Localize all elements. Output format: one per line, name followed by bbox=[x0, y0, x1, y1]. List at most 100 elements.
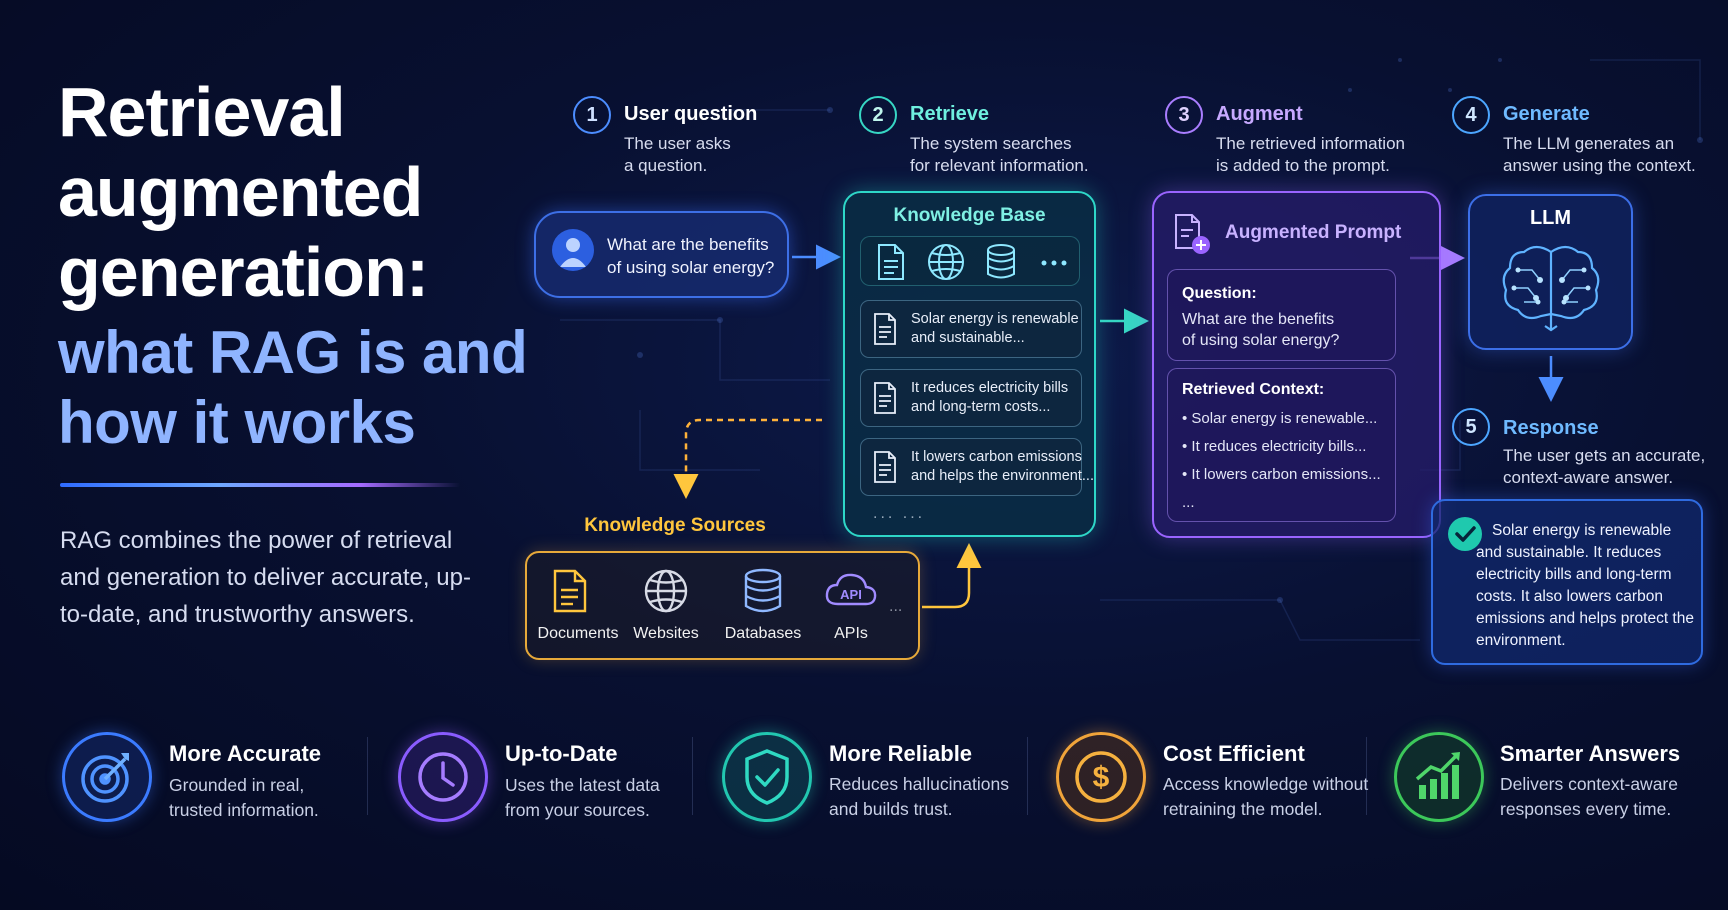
knowledge-base-more: ... ... bbox=[873, 505, 926, 522]
step-4-desc: The LLM generates an answer using the co… bbox=[1503, 133, 1696, 177]
benefit-accurate-badge bbox=[62, 732, 152, 822]
doc-3-line-2: and helps the environment... bbox=[911, 468, 1094, 484]
prompt-question-line-2: of using solar energy? bbox=[1182, 332, 1340, 349]
step-1-title: User question bbox=[624, 103, 758, 125]
benefit-divider bbox=[1027, 737, 1028, 815]
step-5-desc-line-2: context-aware answer. bbox=[1503, 468, 1674, 487]
benefit-cost-desc-line-2: retraining the model. bbox=[1163, 799, 1323, 819]
sources-more: ... bbox=[889, 598, 903, 615]
subtitle-line-2: how it works bbox=[58, 389, 416, 456]
doc-1-line-1: Solar energy is renewable bbox=[911, 311, 1079, 327]
dollar-coin-icon: $ bbox=[1075, 751, 1127, 803]
prompt-question-label: Question: bbox=[1182, 285, 1257, 302]
database-icon bbox=[987, 244, 1015, 279]
title-line-1: Retrieval bbox=[58, 73, 346, 151]
benefit-accurate-title: More Accurate bbox=[169, 741, 322, 766]
benefit-uptodate-badge bbox=[398, 732, 488, 822]
databases-icon bbox=[744, 568, 782, 613]
more-dots-icon bbox=[1041, 260, 1067, 266]
svg-text:$: $ bbox=[1093, 761, 1110, 794]
benefit-cost-title: Cost Efficient bbox=[1163, 741, 1305, 766]
step-3-title: Augment bbox=[1216, 103, 1303, 125]
page-subtitle: what RAG is and how it works bbox=[58, 318, 528, 458]
knowledge-sources-title: Knowledge Sources bbox=[584, 515, 766, 536]
doc-2-line-2: and long-term costs... bbox=[911, 399, 1051, 415]
benefit-smarter-desc-line-1: Delivers context-aware bbox=[1500, 774, 1678, 794]
source-label-databases: Databases bbox=[724, 625, 802, 642]
step-2-desc: The system searches for relevant informa… bbox=[910, 133, 1089, 177]
benefit-uptodate-desc-line-2: from your sources. bbox=[505, 800, 650, 820]
title-line-3: generation: bbox=[58, 233, 429, 311]
globe-icon bbox=[928, 244, 964, 280]
step-2-desc-line-2: for relevant information. bbox=[910, 156, 1089, 175]
step-2-desc-line-1: The system searches bbox=[910, 134, 1072, 153]
source-label-documents: Documents bbox=[537, 625, 619, 642]
document-icon bbox=[874, 313, 896, 345]
knowledge-doc-text: It lowers carbon emissions and helps the… bbox=[911, 448, 1094, 486]
context-item: • It reduces electricity bills... bbox=[1182, 438, 1367, 455]
benefit-divider bbox=[692, 737, 693, 815]
api-cloud-icon: API bbox=[825, 573, 877, 606]
step-5-number: 5 bbox=[1452, 408, 1490, 446]
prompt-context-box bbox=[1167, 368, 1396, 522]
doc-2-line-1: It reduces electricity bills bbox=[911, 380, 1069, 396]
context-item: • Solar energy is renewable... bbox=[1182, 410, 1378, 427]
knowledge-doc-text: It reduces electricity bills and long-te… bbox=[911, 379, 1068, 417]
growth-chart-icon bbox=[1415, 752, 1460, 799]
title-underline bbox=[60, 483, 460, 487]
document-icon bbox=[878, 244, 904, 280]
subtitle-line-1: what RAG is and bbox=[58, 319, 528, 386]
step-4-number: 4 bbox=[1452, 96, 1490, 134]
prompt-question-text: What are the benefits of using solar ene… bbox=[1182, 309, 1339, 351]
step-1-desc-line-1: The user asks bbox=[624, 134, 731, 153]
benefit-reliable-desc: Reduces hallucinations and builds trust. bbox=[829, 772, 1009, 822]
user-avatar-icon bbox=[552, 229, 594, 271]
knowledge-doc-card bbox=[860, 300, 1082, 358]
benefit-reliable-desc-line-2: and builds trust. bbox=[829, 799, 953, 819]
context-item: ... bbox=[1182, 494, 1195, 511]
augmented-prompt-title: Augmented Prompt bbox=[1225, 222, 1402, 243]
step-4-desc-line-2: answer using the context. bbox=[1503, 156, 1696, 175]
benefit-accurate-desc-line-2: trusted information. bbox=[169, 800, 319, 820]
knowledge-doc-text: Solar energy is renewable and sustainabl… bbox=[911, 310, 1079, 348]
benefit-cost-badge: $ bbox=[1056, 732, 1146, 822]
benefit-reliable-desc-line-1: Reduces hallucinations bbox=[829, 774, 1009, 794]
doc-1-line-2: and sustainable... bbox=[911, 330, 1025, 346]
benefit-smarter-desc-line-2: responses every time. bbox=[1500, 799, 1672, 819]
step-1-number: 1 bbox=[573, 96, 611, 134]
benefit-accurate-desc-line-1: Grounded in real, bbox=[169, 775, 305, 795]
prompt-question-line-1: What are the benefits bbox=[1182, 311, 1335, 328]
question-line-1: What are the benefits bbox=[607, 235, 769, 254]
prompt-question-box bbox=[1167, 269, 1396, 361]
document-plus-icon bbox=[1175, 214, 1210, 254]
source-label-websites: Websites bbox=[633, 625, 699, 642]
step-5-desc: The user gets an accurate, context-aware… bbox=[1503, 445, 1705, 489]
prompt-context-list: • Solar energy is renewable... • It redu… bbox=[1182, 405, 1381, 517]
page-title: Retrieval augmented generation: bbox=[58, 72, 429, 312]
knowledge-base-icon-row bbox=[860, 236, 1080, 286]
step-4-title: Generate bbox=[1503, 103, 1590, 125]
step-1-desc: The user asks a question. bbox=[624, 133, 731, 177]
benefit-smarter-badge bbox=[1394, 732, 1484, 822]
step-3-desc-line-2: is added to the prompt. bbox=[1216, 156, 1390, 175]
benefit-cost-desc: Access knowledge without retraining the … bbox=[1163, 772, 1368, 822]
knowledge-doc-card bbox=[860, 369, 1082, 427]
benefit-uptodate-desc-line-1: Uses the latest data bbox=[505, 775, 660, 795]
intro-text: RAG combines the power of retrieval and … bbox=[60, 527, 471, 628]
knowledge-doc-card bbox=[860, 438, 1082, 496]
knowledge-sources-panel bbox=[525, 551, 920, 660]
source-label-apis: APIs bbox=[834, 625, 868, 642]
doc-3-line-1: It lowers carbon emissions bbox=[911, 449, 1082, 465]
user-question-text: What are the benefits of using solar ene… bbox=[607, 233, 774, 279]
websites-icon bbox=[644, 569, 688, 613]
context-item: • It lowers carbon emissions... bbox=[1182, 466, 1381, 483]
benefit-reliable-title: More Reliable bbox=[829, 741, 973, 766]
benefit-cost-desc-line-1: Access knowledge without bbox=[1163, 774, 1369, 794]
llm-label: LLM bbox=[1529, 207, 1572, 229]
document-icon bbox=[874, 451, 896, 483]
step-3-number: 3 bbox=[1165, 96, 1203, 134]
documents-icon bbox=[553, 569, 587, 613]
step-3-desc-line-1: The retrieved information bbox=[1216, 134, 1405, 153]
document-icon bbox=[874, 382, 896, 414]
